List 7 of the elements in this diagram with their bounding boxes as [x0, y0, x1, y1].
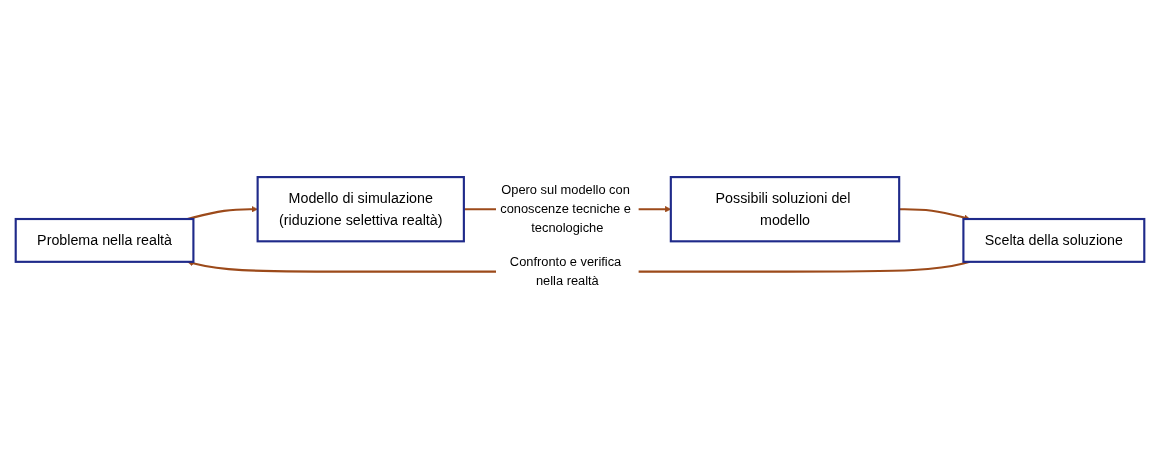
node-box: Modello di simulazione (riduzione selettiva realtà) [256, 176, 465, 243]
node-box: Problema nella realtà [14, 217, 194, 263]
node-box: Possibili soluzioni del modello [669, 176, 900, 243]
node-box: Scelta della soluzione [961, 217, 1145, 263]
edge-label: Opero sul modello con conoscenze tecniche e tecnologiche [499, 182, 631, 236]
edge-label: Confronto e verifica nella realtà [509, 254, 621, 289]
arrow [898, 208, 970, 221]
